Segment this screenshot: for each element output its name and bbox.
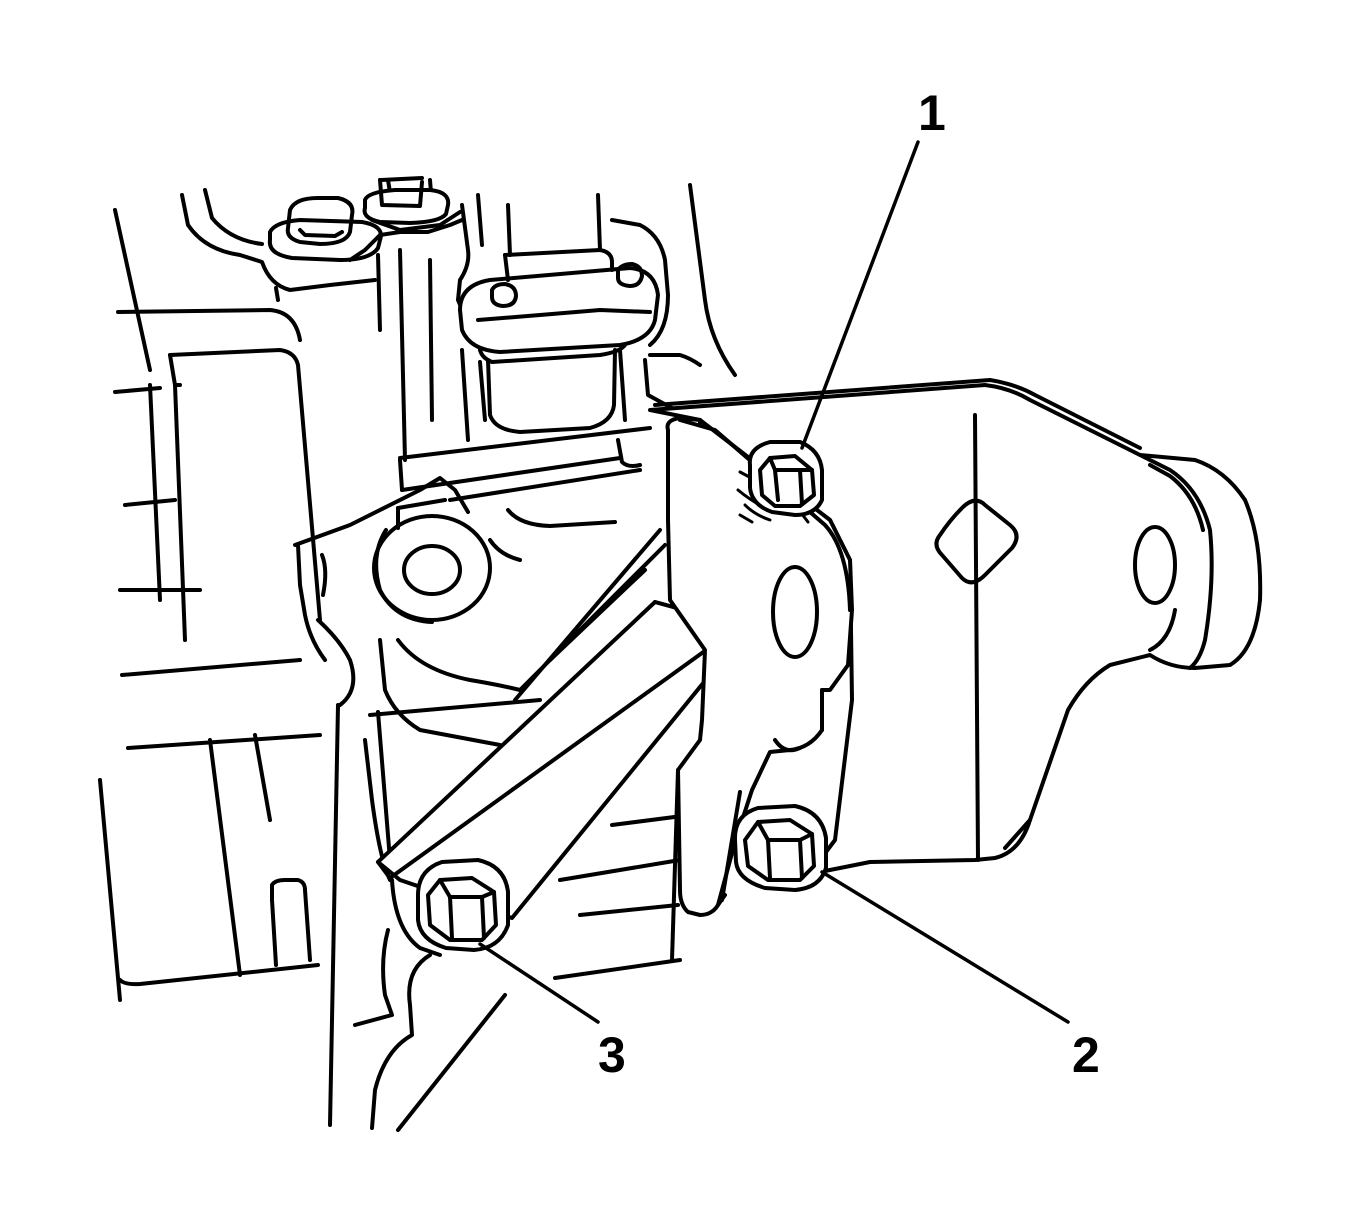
bracket-arm: [665, 416, 854, 917]
callout-1: 1: [918, 85, 946, 141]
top-bolts: [267, 176, 464, 262]
leader-line-3: [478, 942, 600, 1024]
bolt-3: [416, 858, 510, 952]
callout-2: 2: [1072, 1027, 1100, 1083]
housing-left: [98, 208, 322, 1002]
leader-line-1: [800, 140, 920, 450]
leader-line-2: [820, 870, 1070, 1024]
mount-bracket: [648, 378, 1263, 874]
callout-3: 3: [598, 1027, 626, 1083]
shaft-flange: [458, 248, 660, 434]
bolt-1: [747, 440, 824, 517]
center-casting: [293, 476, 617, 1132]
bolt-2: [732, 804, 828, 892]
crossbar: [398, 426, 652, 502]
